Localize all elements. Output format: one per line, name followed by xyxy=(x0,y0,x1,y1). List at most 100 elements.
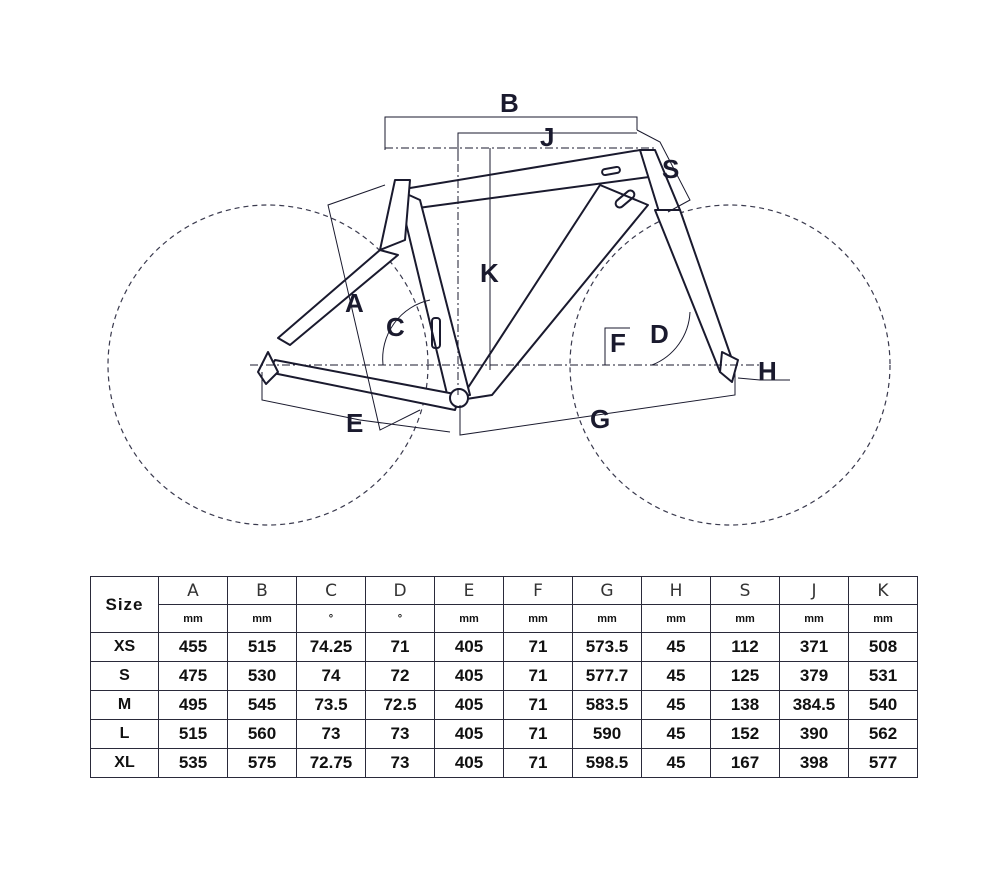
column-unit: mm xyxy=(641,604,711,633)
column-letter: E xyxy=(434,576,504,605)
label-g: G xyxy=(590,404,610,434)
value-cell: 398 xyxy=(779,748,849,778)
value-cell: 72 xyxy=(365,661,435,691)
column-unit: mm xyxy=(227,604,297,633)
table-header: Size A B C D E F G H S J K mm mm ° ° mm … xyxy=(90,576,918,633)
label-f: F xyxy=(610,328,626,358)
column-unit: mm xyxy=(434,604,504,633)
value-cell: 45 xyxy=(641,748,711,778)
dimension-lines xyxy=(250,116,790,436)
value-cell: 371 xyxy=(779,632,849,662)
label-k: K xyxy=(480,258,499,288)
header-letter-row: Size A B C D E F G H S J K xyxy=(90,576,918,633)
size-cell: M xyxy=(90,690,159,720)
column-letter: H xyxy=(641,576,711,605)
value-cell: 71 xyxy=(503,661,573,691)
column-unit: mm xyxy=(503,604,573,633)
value-cell: 71 xyxy=(503,748,573,778)
value-cell: 560 xyxy=(227,719,297,749)
label-h: H xyxy=(758,356,777,386)
column-letter: S xyxy=(710,576,780,605)
value-cell: 405 xyxy=(434,719,504,749)
column-letter: D xyxy=(365,576,435,605)
value-cell: 598.5 xyxy=(572,748,642,778)
value-cell: 45 xyxy=(641,690,711,720)
value-cell: 74.25 xyxy=(296,632,366,662)
value-cell: 73 xyxy=(365,719,435,749)
value-cell: 73.5 xyxy=(296,690,366,720)
column-letter: K xyxy=(848,576,918,605)
column-unit: mm xyxy=(710,604,780,633)
value-cell: 71 xyxy=(503,632,573,662)
value-cell: 530 xyxy=(227,661,297,691)
size-cell: XL xyxy=(90,748,159,778)
value-cell: 515 xyxy=(158,719,228,749)
size-cell: XS xyxy=(90,632,159,662)
label-b: B xyxy=(500,88,519,118)
value-cell: 540 xyxy=(848,690,918,720)
value-cell: 531 xyxy=(848,661,918,691)
label-a: A xyxy=(345,288,364,318)
value-cell: 508 xyxy=(848,632,918,662)
column-unit: ° xyxy=(296,604,366,633)
value-cell: 583.5 xyxy=(572,690,642,720)
value-cell: 577.7 xyxy=(572,661,642,691)
column-letter: B xyxy=(227,576,297,605)
value-cell: 45 xyxy=(641,719,711,749)
value-cell: 138 xyxy=(710,690,780,720)
value-cell: 405 xyxy=(434,748,504,778)
value-cell: 405 xyxy=(434,690,504,720)
label-s: S xyxy=(662,154,679,184)
column-letter: F xyxy=(503,576,573,605)
value-cell: 73 xyxy=(296,719,366,749)
value-cell: 125 xyxy=(710,661,780,691)
value-cell: 45 xyxy=(641,632,711,662)
value-cell: 573.5 xyxy=(572,632,642,662)
value-cell: 71 xyxy=(503,719,573,749)
value-cell: 72.5 xyxy=(365,690,435,720)
value-cell: 577 xyxy=(848,748,918,778)
label-c: C xyxy=(386,312,405,342)
label-d: D xyxy=(650,319,669,349)
value-cell: 390 xyxy=(779,719,849,749)
geometry-table: Size A B C D E F G H S J K mm mm ° ° mm … xyxy=(90,576,918,778)
column-unit: mm xyxy=(158,604,228,633)
label-e: E xyxy=(346,408,363,438)
value-cell: 167 xyxy=(710,748,780,778)
value-cell: 405 xyxy=(434,661,504,691)
value-cell: 515 xyxy=(227,632,297,662)
column-letter: C xyxy=(296,576,366,605)
value-cell: 72.75 xyxy=(296,748,366,778)
value-cell: 74 xyxy=(296,661,366,691)
column-unit: mm xyxy=(779,604,849,633)
column-letter: G xyxy=(572,576,642,605)
value-cell: 575 xyxy=(227,748,297,778)
value-cell: 475 xyxy=(158,661,228,691)
column-letter: A xyxy=(158,576,228,605)
frame xyxy=(257,149,739,411)
column-letter: J xyxy=(779,576,849,605)
header-unit-row: mm mm ° ° mm mm mm mm mm mm mm xyxy=(91,604,918,633)
value-cell: 562 xyxy=(848,719,918,749)
value-cell: 384.5 xyxy=(779,690,849,720)
column-unit: mm xyxy=(848,604,918,633)
value-cell: 590 xyxy=(572,719,642,749)
value-cell: 71 xyxy=(503,690,573,720)
size-cell: S xyxy=(90,661,159,691)
value-cell: 379 xyxy=(779,661,849,691)
value-cell: 405 xyxy=(434,632,504,662)
label-j: J xyxy=(540,122,554,152)
value-cell: 73 xyxy=(365,748,435,778)
column-unit: mm xyxy=(572,604,642,633)
value-cell: 455 xyxy=(158,632,228,662)
value-cell: 112 xyxy=(710,632,780,662)
value-cell: 495 xyxy=(158,690,228,720)
value-cell: 535 xyxy=(158,748,228,778)
value-cell: 152 xyxy=(710,719,780,749)
value-cell: 45 xyxy=(641,661,711,691)
